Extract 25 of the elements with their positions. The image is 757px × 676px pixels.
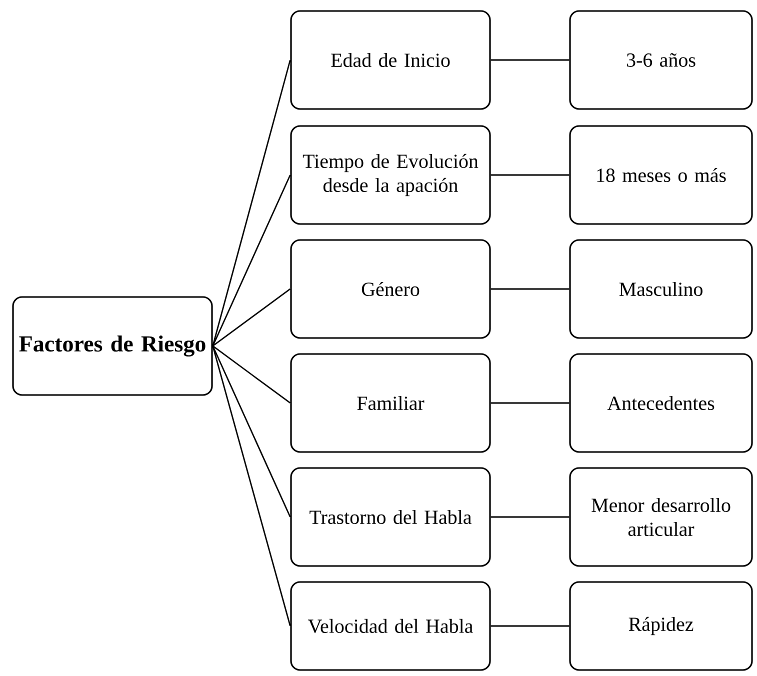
category-box: Rápidez [569, 581, 753, 671]
connector-line [490, 59, 570, 61]
connector-line [212, 346, 291, 518]
category-box: Menor desarrollo articular [569, 467, 753, 567]
connector-line [212, 345, 291, 404]
category-box: Edad de Inicio [290, 10, 491, 110]
connector-line [212, 60, 291, 346]
category-box: Antecedentes [569, 353, 753, 453]
category-box: 18 meses o más [569, 125, 753, 225]
connector-line [490, 625, 570, 627]
connector-line [490, 288, 570, 290]
category-box: Masculino [569, 239, 753, 339]
connector-line [212, 288, 291, 347]
category-box: Familiar [290, 353, 491, 453]
category-box: Tiempo de Evolución desde la apación [290, 125, 491, 225]
connector-line [212, 346, 291, 626]
connector-line [212, 174, 291, 346]
connector-line [490, 402, 570, 404]
category-box: Género [290, 239, 491, 339]
category-box: 3-6 años [569, 10, 753, 110]
category-box: Trastorno del Habla [290, 467, 491, 567]
topic-box: Factores de Riesgo [12, 296, 213, 396]
category-box: Velocidad del Habla [290, 581, 491, 671]
connector-line [490, 174, 570, 176]
connector-line [490, 516, 570, 518]
